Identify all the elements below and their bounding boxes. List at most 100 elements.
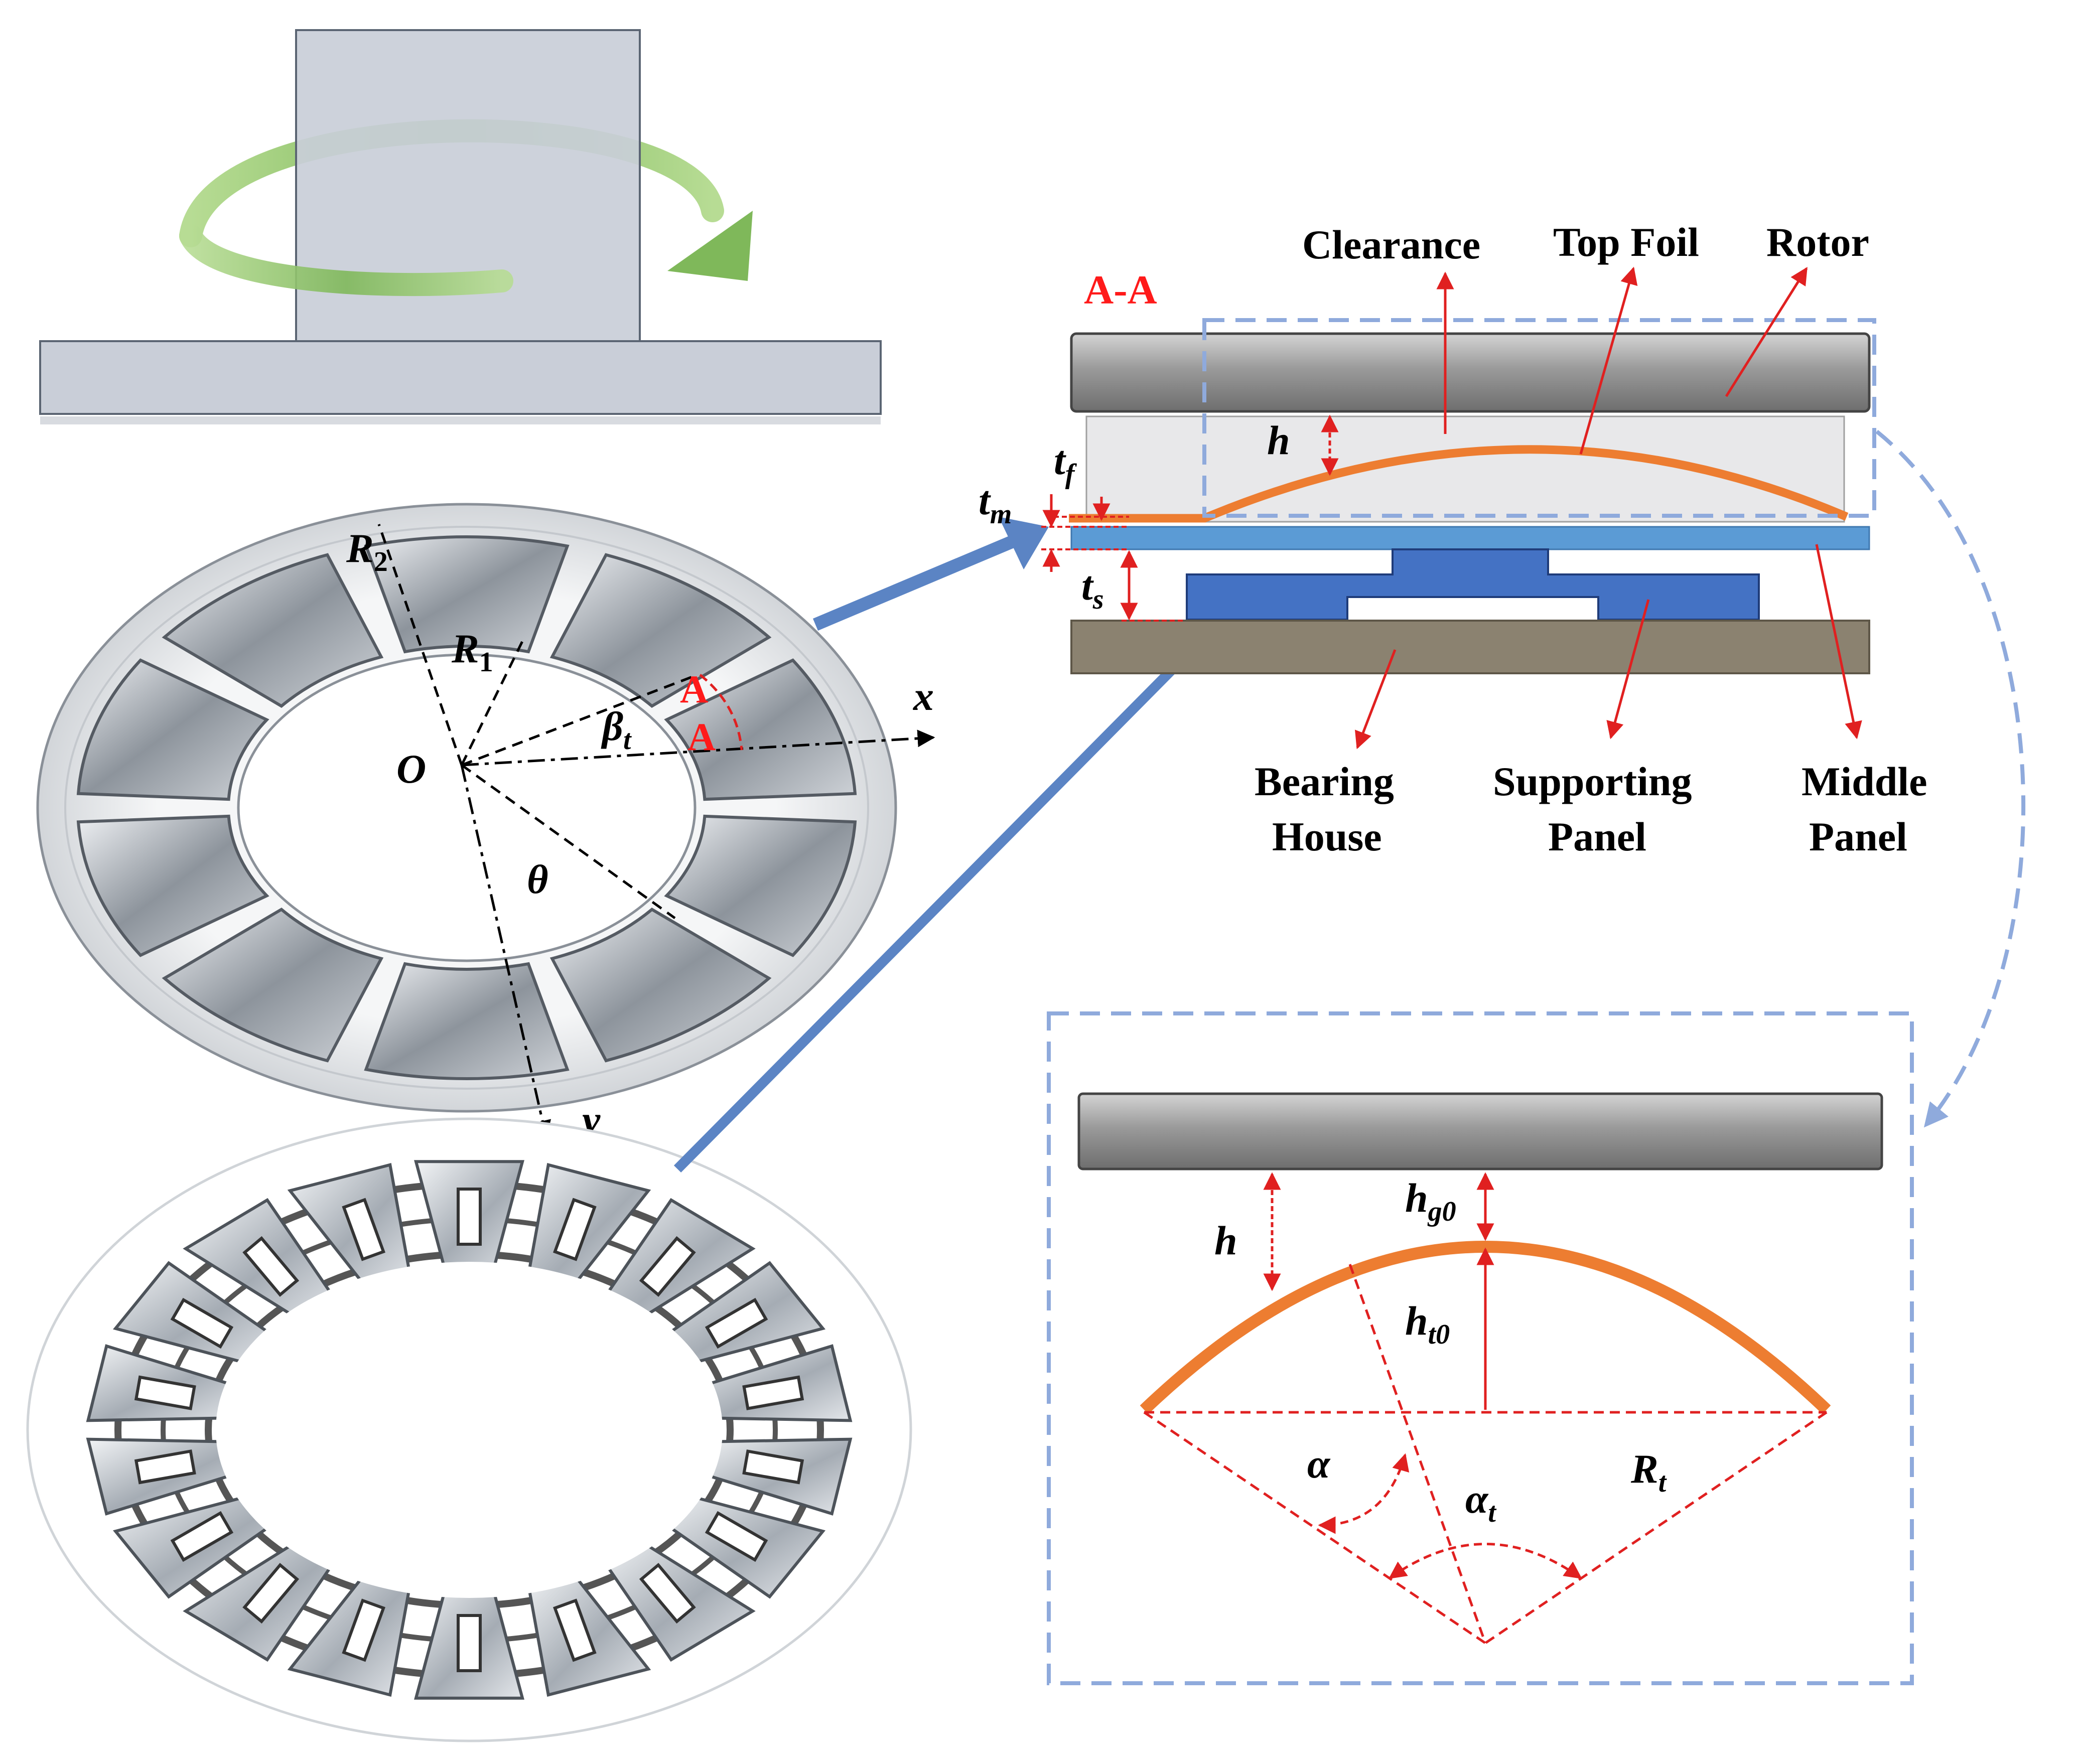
zoom-top-foil bbox=[1140, 1241, 1831, 1414]
foil-pad bbox=[549, 553, 772, 708]
foil-pad bbox=[76, 814, 269, 957]
section-supporting-panel bbox=[1186, 548, 1760, 621]
base-shadow bbox=[40, 416, 881, 424]
bump-foil-slot bbox=[742, 1375, 804, 1410]
pointer-arrow-ring bbox=[673, 643, 1198, 1173]
label-bearing-house-1: Bearing bbox=[1255, 759, 1394, 804]
symbol-hg0: hg0 bbox=[1405, 1175, 1456, 1227]
bump-foil-slot bbox=[170, 1511, 234, 1562]
symbol-h-zoom: h bbox=[1214, 1218, 1237, 1263]
bump-foil-slot bbox=[457, 1188, 482, 1246]
bump-foil-slot bbox=[134, 1375, 196, 1410]
rotor-side-view bbox=[39, 29, 882, 424]
ring-inner-bore bbox=[216, 1262, 723, 1598]
radius-left bbox=[1143, 1411, 1486, 1645]
alpha-arc bbox=[1318, 1453, 1410, 1534]
foil-pad bbox=[664, 658, 857, 801]
zoom-rotor bbox=[1077, 1092, 1883, 1170]
zoom-box-small bbox=[1202, 318, 1876, 518]
foil-pad bbox=[162, 907, 384, 1063]
section-top-foil bbox=[1069, 445, 1849, 523]
symbol-tm: tm bbox=[979, 478, 1012, 530]
zoom-box-large bbox=[1047, 1011, 1914, 1685]
foil-pad bbox=[664, 814, 857, 957]
label-clearance: Clearance bbox=[1302, 222, 1480, 267]
bump-foil-slot bbox=[342, 1198, 385, 1261]
bump-foil-slot bbox=[705, 1511, 768, 1562]
bump-foil-slot bbox=[242, 1236, 300, 1297]
bump-foil-slot bbox=[457, 1614, 482, 1672]
symbol-alpha-t: αt bbox=[1465, 1476, 1496, 1528]
top-foil-disc: R2 R1 O βt θ x y A A bbox=[36, 503, 935, 1143]
r1-line bbox=[460, 636, 526, 766]
label-middle-panel-1: Middle bbox=[1802, 759, 1927, 804]
symbol-rt: Rt bbox=[1630, 1446, 1667, 1498]
symbol-theta: θ bbox=[527, 856, 548, 902]
label-bearing-house-2: House bbox=[1272, 814, 1382, 859]
pointer-arrow-disc-head-icon bbox=[999, 517, 1049, 569]
label-rotor: Rotor bbox=[1766, 219, 1869, 265]
leader-rotor bbox=[1725, 267, 1808, 397]
spin-arrow-head-icon bbox=[667, 211, 753, 281]
section-title: A-A bbox=[1084, 267, 1157, 313]
symbol-origin: O bbox=[396, 746, 426, 792]
symbol-alpha: α bbox=[1307, 1441, 1331, 1487]
spin-arrow-front bbox=[179, 224, 513, 297]
label-top-foil: Top Foil bbox=[1553, 219, 1699, 265]
symbol-r1: R1 bbox=[451, 626, 493, 678]
bump-foil-slot bbox=[553, 1198, 597, 1261]
symbol-x: x bbox=[913, 673, 934, 719]
foil-pad bbox=[549, 907, 772, 1063]
symbol-ht0: ht0 bbox=[1405, 1298, 1450, 1350]
foil-pad bbox=[162, 553, 384, 708]
y-axis bbox=[460, 765, 551, 1138]
x-axis bbox=[461, 729, 935, 767]
alpha-t-arc bbox=[1389, 1543, 1582, 1579]
bump-foil-slot bbox=[639, 1236, 696, 1297]
bump-foil-slot bbox=[342, 1598, 385, 1662]
section-mark-upper: A bbox=[680, 667, 708, 711]
label-supporting-panel-1: Supporting bbox=[1493, 759, 1692, 804]
section-middle-panel bbox=[1070, 526, 1870, 550]
symbol-tf: tf bbox=[1054, 437, 1077, 490]
section-bearing-house bbox=[1070, 620, 1870, 674]
beta-arc bbox=[699, 674, 743, 751]
disc-inner-bore bbox=[237, 653, 697, 962]
section-rotor bbox=[1070, 332, 1871, 413]
bump-foil-slot bbox=[639, 1563, 696, 1624]
top-foil-zoom-view: h hg0 ht0 α αt Rt bbox=[1047, 1011, 1914, 1685]
symbol-h-section: h bbox=[1267, 417, 1290, 463]
symbol-beta-t: βt bbox=[601, 703, 632, 756]
label-middle-panel-2: Panel bbox=[1809, 814, 1907, 859]
theta-line bbox=[461, 764, 676, 920]
section-mark-lower: A bbox=[687, 715, 716, 759]
label-supporting-panel-2: Panel bbox=[1548, 814, 1646, 859]
bump-foil-slot bbox=[242, 1563, 300, 1624]
leader-middle-panel bbox=[1815, 544, 1862, 740]
supporting-foil-ring bbox=[26, 1117, 912, 1742]
section-clearance-region bbox=[1085, 415, 1845, 523]
leader-bearing-house bbox=[1354, 649, 1397, 750]
foil-pad bbox=[76, 658, 269, 801]
bump-foil-slot bbox=[134, 1449, 196, 1485]
pointer-arrow-disc bbox=[812, 531, 1027, 631]
foil-pad bbox=[364, 962, 570, 1080]
radius-right bbox=[1484, 1411, 1828, 1645]
leader-top-foil bbox=[1579, 266, 1638, 455]
bump-foil-slot bbox=[553, 1598, 597, 1662]
bump-foil-slot bbox=[742, 1449, 804, 1485]
bump-foil-slot bbox=[705, 1297, 768, 1349]
disc-rim-line bbox=[64, 526, 869, 1090]
symbol-r2: R2 bbox=[346, 525, 388, 577]
symbol-ts: ts bbox=[1081, 563, 1104, 615]
zoom-link-arrow bbox=[1875, 429, 2026, 1128]
beta-line bbox=[461, 673, 698, 767]
leader-supporting-panel bbox=[1606, 599, 1650, 740]
foil-pad bbox=[364, 535, 570, 654]
section-a-a: A-A Clearance Top Foil Rotor h tf tm ts bbox=[979, 219, 1927, 859]
bump-foil-slot bbox=[170, 1297, 234, 1349]
r2-line bbox=[377, 524, 463, 766]
radius-h-point bbox=[1348, 1264, 1487, 1644]
rotor-base-disc bbox=[39, 340, 882, 415]
